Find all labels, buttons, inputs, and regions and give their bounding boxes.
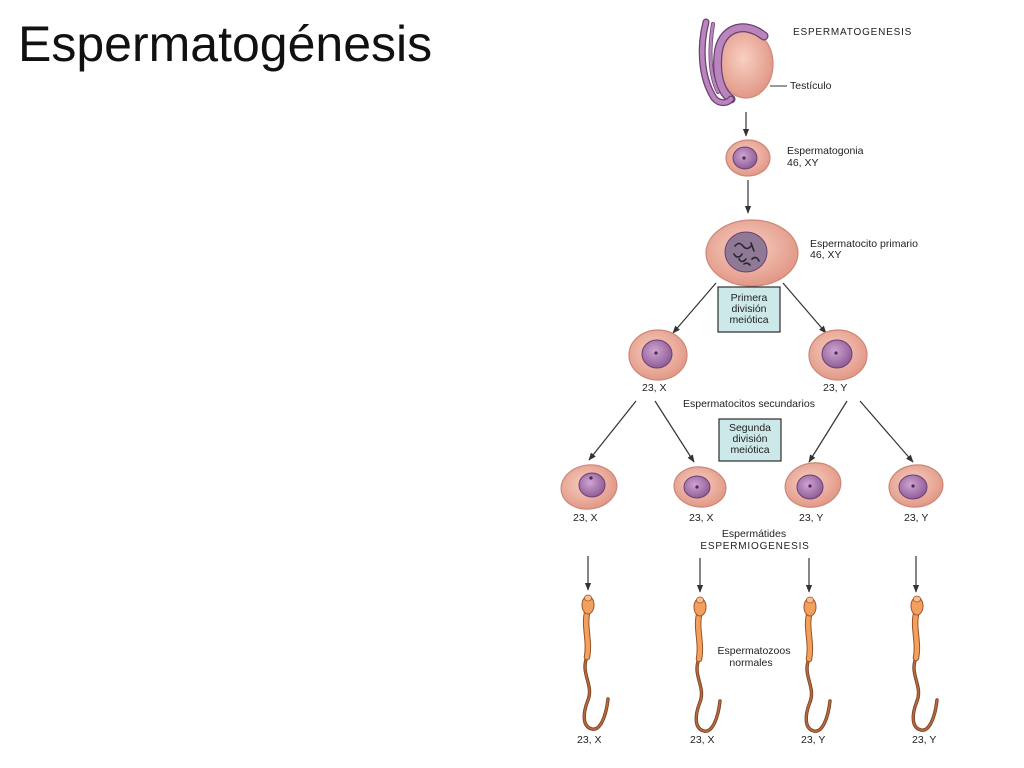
spermatozoon-karyotype-2: 23, X — [690, 734, 715, 746]
arrow-primary-to-secondary-x — [672, 282, 717, 334]
testis-label: Testículo — [790, 80, 832, 92]
chromosome — [751, 256, 760, 262]
nucleolus — [742, 156, 746, 160]
secondary-spermatocytes-label: Espermatocitos secundarios — [683, 398, 815, 410]
spermatozoon-3 — [804, 597, 830, 731]
primary-spermatocyte-karyotype: 46, XY — [810, 249, 842, 261]
spermatozoa-label-line-1: Espermatozoos — [718, 645, 791, 657]
first-meiotic-division-line-2: división — [731, 303, 766, 315]
nucleolus — [654, 351, 658, 355]
first-meiotic-division-line-1: Primera — [731, 292, 768, 304]
chromosome — [733, 253, 743, 258]
arrow-secondary-y-to-spermatid-3 — [808, 400, 848, 463]
spermatozoon-karyotype-4: 23, Y — [912, 734, 936, 746]
spermatid-karyotype-2: 23, X — [689, 512, 714, 524]
spermatid-cell-3 — [784, 462, 842, 508]
primary-spermatocyte-name: Espermatocito primario — [810, 238, 918, 250]
testis-illustration — [698, 18, 774, 107]
slide-title: Espermatogénesis — [18, 16, 433, 72]
diagram-heading: ESPERMATOGENESIS — [793, 27, 912, 38]
second-meiotic-division-line-1: Segunda — [729, 422, 771, 434]
chromosome — [743, 262, 751, 266]
nucleolus — [911, 484, 915, 488]
second-meiotic-division-line-3: meiótica — [730, 444, 769, 456]
second-meiotic-division-box — [718, 418, 782, 462]
nucleus — [724, 231, 768, 273]
spermatid-cell-1 — [560, 464, 618, 510]
spermatogonium-cell — [725, 139, 771, 177]
nucleolus — [695, 485, 699, 489]
nucleolus — [834, 351, 838, 355]
secondary-karyotype-x: 23, X — [642, 382, 667, 394]
spermatozoon-1 — [582, 595, 608, 729]
epididymis — [714, 24, 768, 103]
chromosome — [750, 242, 755, 252]
spermatid-karyotype-4: 23, Y — [904, 512, 928, 524]
spermiogenesis-label: ESPERMIOGENESIS — [700, 541, 809, 552]
nucleus — [578, 472, 606, 498]
arrow-secondary-x-to-spermatid-1 — [588, 400, 637, 461]
spermatozoon-2 — [694, 597, 720, 731]
spermatid-karyotype-1: 23, X — [573, 512, 598, 524]
nucleolus — [808, 484, 812, 488]
secondary-spermatocyte-cell-x — [628, 329, 688, 381]
spermatids-label: Espermátides — [722, 528, 786, 540]
second-meiotic-division-line-2: división — [732, 433, 767, 445]
spermatid-cell-2 — [673, 466, 727, 508]
spermatogonium-karyotype: 46, XY — [787, 157, 819, 169]
secondary-karyotype-y: 23, Y — [823, 382, 847, 394]
secondary-spermatocyte-cell-y — [808, 329, 868, 381]
arrow-primary-to-secondary-y — [782, 282, 827, 334]
arrow-secondary-y-to-spermatid-4 — [859, 400, 914, 463]
chromosome — [734, 242, 752, 250]
spermatogonium-name: Espermatogonia — [787, 145, 864, 157]
spermatozoa-label-line-2: normales — [729, 657, 772, 669]
chromosome — [738, 258, 747, 263]
first-meiotic-division-box — [717, 286, 781, 333]
nucleolus — [589, 476, 593, 480]
spermatid-cell-4 — [888, 464, 944, 508]
arrow-secondary-x-to-spermatid-2 — [654, 400, 695, 463]
primary-spermatocyte-cell — [705, 219, 799, 287]
spermatid-karyotype-3: 23, Y — [799, 512, 823, 524]
first-meiotic-division-line-3: meiótica — [729, 314, 768, 326]
spermatozoon-karyotype-3: 23, Y — [801, 734, 825, 746]
vas-deferens — [700, 19, 734, 105]
spermatozoon-4 — [911, 596, 937, 730]
spermatic-cord — [709, 22, 720, 94]
spermatozoon-karyotype-1: 23, X — [577, 734, 602, 746]
